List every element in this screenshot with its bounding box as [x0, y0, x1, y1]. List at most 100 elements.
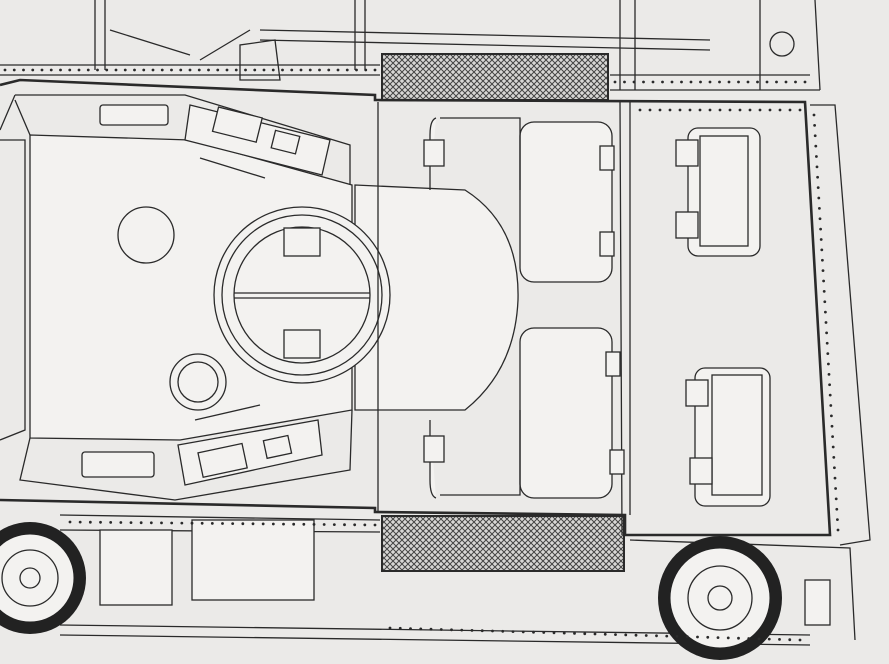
- rivet: [788, 638, 792, 642]
- rivet: [624, 633, 628, 637]
- rivet: [815, 155, 818, 158]
- rivet: [678, 108, 682, 112]
- rivet: [388, 626, 392, 630]
- rivet: [123, 68, 127, 72]
- rivet: [698, 108, 702, 112]
- rivet: [583, 632, 587, 636]
- rivet: [353, 523, 357, 527]
- rivet: [688, 108, 692, 112]
- rivet: [180, 521, 184, 525]
- rivet: [262, 68, 266, 72]
- rivet: [831, 435, 834, 439]
- rivet: [142, 68, 146, 72]
- rivet: [355, 68, 358, 72]
- rivet: [343, 523, 346, 527]
- rivet: [778, 108, 782, 112]
- rivet: [429, 627, 433, 631]
- rivet: [398, 626, 402, 630]
- rivet: [832, 455, 836, 459]
- rivet: [190, 521, 194, 525]
- rivet: [834, 487, 837, 490]
- rivet: [364, 68, 368, 72]
- rivet: [812, 113, 816, 117]
- rivet: [825, 331, 828, 335]
- rivet: [813, 134, 817, 138]
- rivet: [833, 476, 837, 480]
- rivet: [665, 634, 669, 638]
- rivet: [758, 108, 762, 112]
- road-wheel-left: [0, 522, 86, 634]
- rivet: [345, 68, 349, 72]
- rivet: [821, 269, 825, 273]
- rivet: [828, 393, 832, 397]
- rivet: [827, 362, 830, 366]
- rivet: [290, 68, 294, 72]
- rivet: [835, 507, 839, 511]
- rivet: [532, 630, 535, 634]
- rivet: [210, 522, 214, 525]
- rivet: [661, 80, 664, 84]
- engine-hatches: [423, 117, 625, 499]
- rivet: [670, 80, 674, 84]
- rivet: [803, 80, 807, 84]
- rivet: [708, 80, 712, 84]
- rivet: [817, 196, 821, 200]
- rivet: [439, 628, 443, 631]
- rivet: [778, 638, 781, 641]
- turret-ring: [213, 206, 391, 384]
- rivet: [747, 637, 751, 640]
- rivet: [689, 80, 693, 84]
- rivet: [470, 629, 474, 632]
- rivet: [748, 108, 752, 112]
- rivet: [68, 68, 72, 72]
- rivet: [450, 628, 453, 632]
- rivet: [685, 635, 689, 639]
- rivet: [727, 80, 731, 84]
- rivet: [225, 68, 229, 72]
- rivet: [826, 352, 830, 356]
- rivet: [794, 80, 797, 84]
- rivet: [706, 635, 710, 639]
- rivet: [708, 108, 712, 112]
- rivet: [822, 279, 825, 283]
- rivet: [460, 628, 464, 632]
- rivet: [244, 68, 247, 72]
- rivet: [409, 627, 412, 630]
- rivet: [491, 629, 494, 633]
- rivet: [40, 68, 44, 72]
- rivet: [593, 632, 597, 636]
- rivet: [836, 518, 839, 522]
- upper-engine-grille: [381, 53, 609, 101]
- rivet: [160, 68, 164, 72]
- rivet: [114, 68, 118, 72]
- rivet: [818, 217, 822, 221]
- rivet: [3, 68, 7, 72]
- rivet: [815, 165, 819, 169]
- ventilator-cover: [117, 206, 175, 264]
- rivet: [638, 108, 642, 112]
- rivet: [31, 68, 35, 72]
- rivet: [77, 68, 81, 72]
- road-wheel-right: [658, 536, 782, 660]
- rivet: [824, 321, 828, 324]
- rivet: [716, 636, 720, 639]
- rivet: [501, 629, 505, 633]
- rivet: [231, 522, 235, 525]
- rivets: [3, 68, 840, 642]
- rivet: [197, 68, 201, 72]
- rivet: [613, 80, 617, 84]
- rivet: [332, 523, 336, 526]
- rivet: [699, 80, 702, 84]
- rivet: [816, 186, 820, 190]
- rivet: [105, 68, 109, 72]
- rivet: [302, 522, 306, 526]
- rivet: [170, 521, 174, 525]
- rivet: [798, 108, 802, 112]
- rivet: [271, 68, 275, 72]
- rivet: [634, 633, 638, 637]
- rivet: [767, 637, 771, 641]
- rivet: [696, 635, 699, 639]
- rivet: [234, 68, 238, 72]
- rivet: [241, 522, 245, 526]
